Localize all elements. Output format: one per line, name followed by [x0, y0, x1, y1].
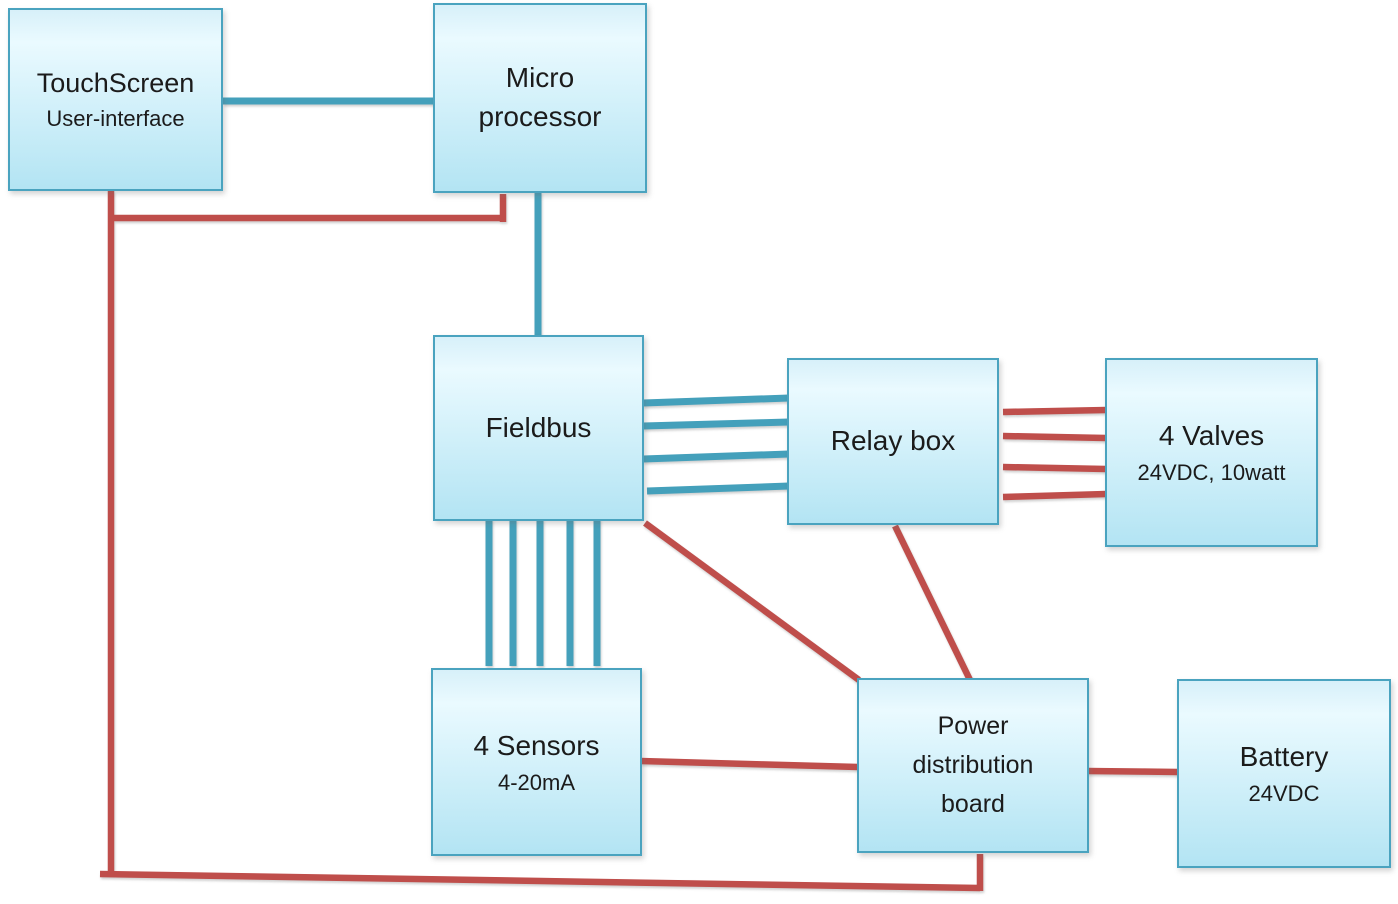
- node-valves: 4 Valves 24VDC, 10watt: [1105, 358, 1318, 547]
- node-title: TouchScreen: [36, 68, 195, 99]
- node-sensors: 4 Sensors 4-20mA: [431, 668, 642, 856]
- conn-sensors-powerboard: [640, 757, 859, 771]
- conn-relay-valves-power-2: [1002, 432, 1107, 442]
- conn-fieldbus-relay-bus-3: [642, 450, 790, 463]
- conn-fieldbus-relay-bus-4: [646, 482, 790, 495]
- node-title: Fieldbus: [485, 411, 592, 443]
- node-title: Relay box: [830, 425, 956, 457]
- conn-relay-powerboard: [892, 524, 973, 682]
- node-title: Micro processor: [478, 62, 602, 132]
- node-powerboard: Power distribution board: [857, 678, 1089, 853]
- node-microprocessor: Micro processor: [433, 3, 647, 193]
- node-battery: Battery 24VDC: [1177, 679, 1391, 868]
- conn-relay-valves-power-3: [1002, 463, 1107, 473]
- node-subtitle: User-interface: [46, 106, 185, 132]
- conn-powerboard-battery: [1087, 767, 1179, 776]
- node-subtitle: 24VDC: [1248, 781, 1320, 807]
- conn-fieldbus-relay-bus-1: [642, 394, 790, 407]
- conn-fieldbus-relay-bus-2: [642, 418, 790, 430]
- node-subtitle: 4-20mA: [497, 769, 576, 795]
- conn-relay-valves-power-4: [1002, 490, 1107, 501]
- node-title: 4 Sensors: [473, 729, 600, 761]
- conn-fieldbus-powerboard: [643, 520, 861, 683]
- node-title: Battery: [1239, 741, 1329, 773]
- node-title: Power distribution board: [912, 712, 1034, 818]
- node-touchscreen: TouchScreen User-interface: [8, 8, 223, 191]
- node-relaybox: Relay box: [787, 358, 999, 525]
- node-fieldbus: Fieldbus: [433, 335, 644, 521]
- node-subtitle: 24VDC, 10watt: [1137, 460, 1286, 486]
- node-title: 4 Valves: [1158, 420, 1265, 452]
- conn-bottom-power-run: [99, 870, 981, 892]
- conn-relay-valves-power-1: [1002, 406, 1107, 416]
